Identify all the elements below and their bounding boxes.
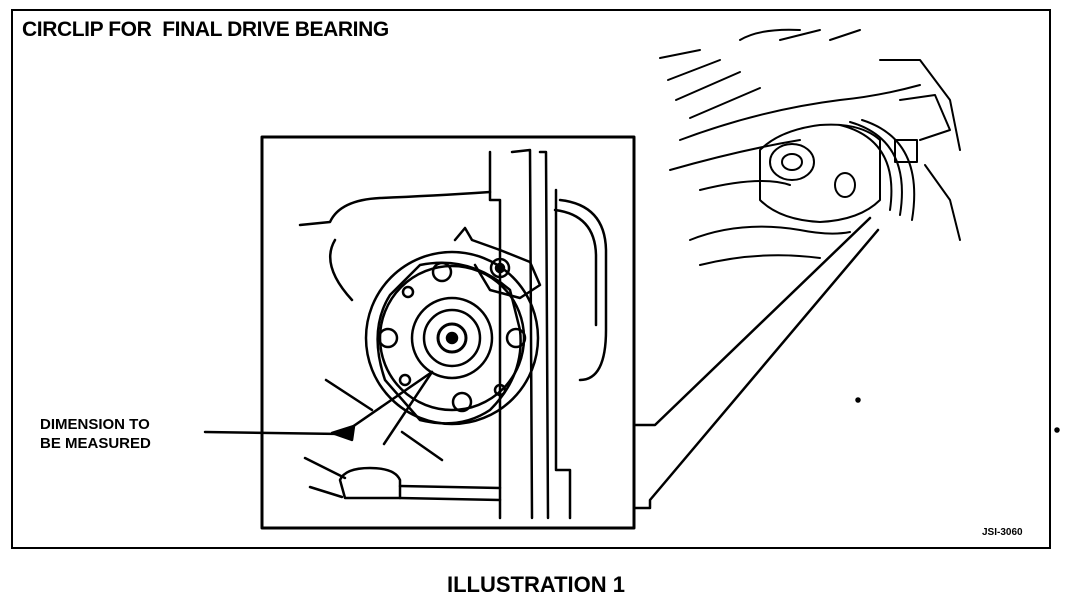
drive-flange <box>364 226 542 426</box>
magnify-leader-lines <box>632 216 872 427</box>
illustration-frame <box>11 9 1051 549</box>
callout-line-2: BE MEASURED <box>40 435 151 452</box>
reference-code: JSI-3060 <box>982 527 1023 538</box>
dimension-callout-label: DIMENSION TO BE MEASURED <box>40 415 151 453</box>
dimension-arrow <box>203 370 444 462</box>
engine-bay-sketch <box>659 28 961 266</box>
final-drive-housing <box>298 148 608 520</box>
callout-line-1: DIMENSION TO <box>40 416 150 433</box>
diagram-title: CIRCLIP FOR FINAL DRIVE BEARING <box>22 18 389 41</box>
detail-inset-box <box>260 135 636 530</box>
figure-caption: ILLUSTRATION 1 <box>446 572 626 597</box>
